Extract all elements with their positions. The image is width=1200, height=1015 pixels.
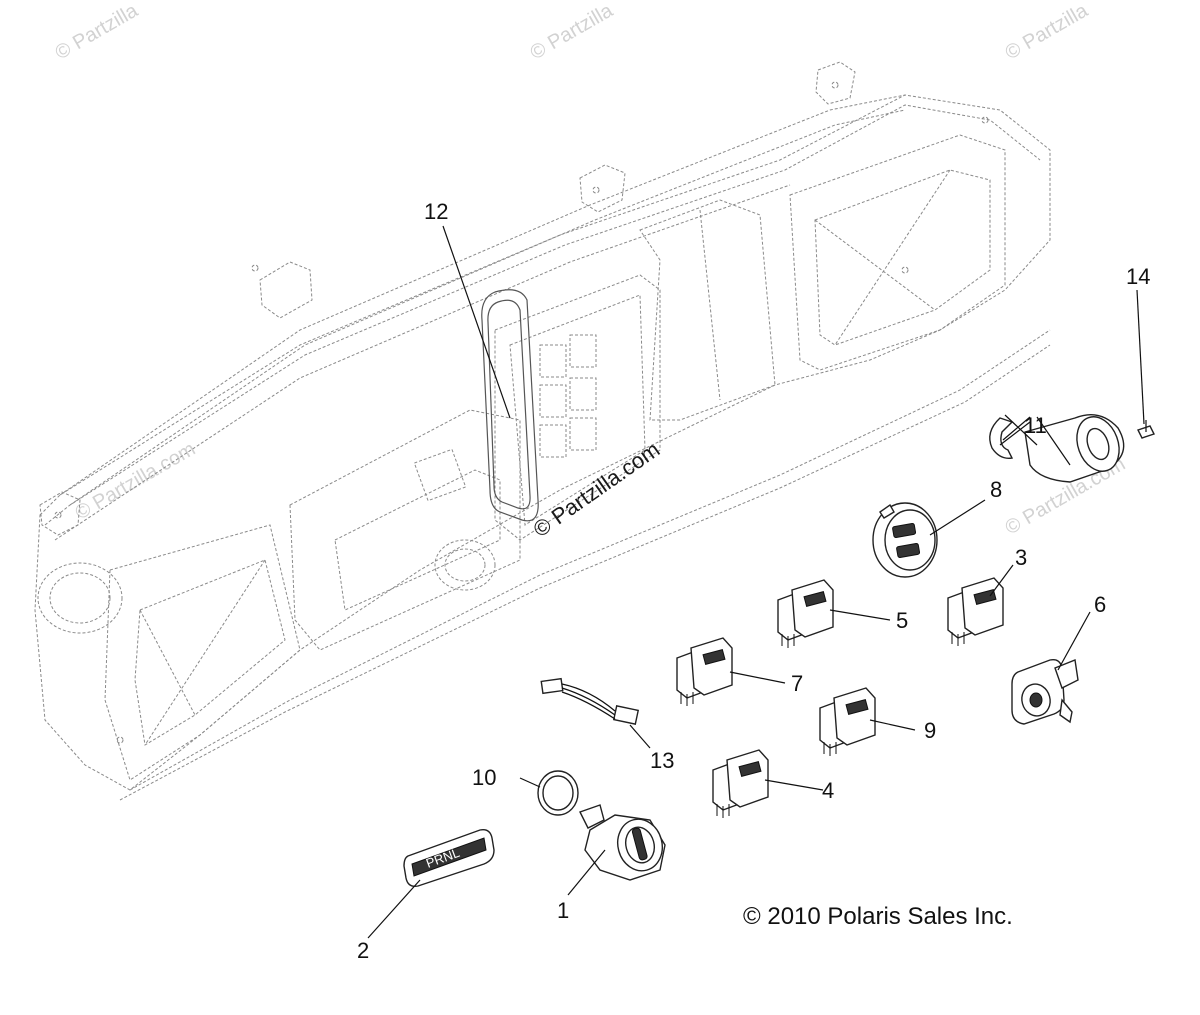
callout-1: 1 <box>557 898 569 923</box>
rocker-switch-part-5 <box>777 579 834 648</box>
rocker-switch-part-4 <box>712 749 769 818</box>
rocker-switch-part-7 <box>676 637 733 706</box>
o-ring-part-10 <box>537 770 579 816</box>
ignition-switch-part-1 <box>579 804 666 881</box>
leader-lines <box>367 225 1145 939</box>
callout-7: 7 <box>791 671 803 696</box>
power-outlet-part-6 <box>1011 658 1079 725</box>
watermark-top-right: © Partzilla <box>1002 0 1093 64</box>
copyright-notice: © 2010 Polaris Sales Inc. <box>743 903 1013 930</box>
callout-8: 8 <box>990 477 1002 502</box>
wire-harness-part-13 <box>540 677 640 725</box>
callout-labels: 12 14 11 8 3 6 5 7 9 13 4 10 1 2 <box>357 199 1150 963</box>
callout-10: 10 <box>472 765 496 790</box>
gear-indicator-part-2: PRNL <box>403 828 495 888</box>
rocker-switch-part-3 <box>947 577 1004 646</box>
callout-6: 6 <box>1094 592 1106 617</box>
callout-14: 14 <box>1126 264 1150 289</box>
callout-5: 5 <box>896 608 908 633</box>
callout-4: 4 <box>822 778 834 803</box>
rocker-switch-part-9 <box>819 687 876 756</box>
callout-13: 13 <box>650 748 674 773</box>
screw-part-14 <box>1137 420 1155 439</box>
callout-3: 3 <box>1015 545 1027 570</box>
watermark-center: © Partzilla.com <box>529 437 665 543</box>
usb-socket-part-8 <box>872 502 938 578</box>
watermark-top-left: © Partzilla <box>52 0 143 64</box>
power-point-housing-part-11 <box>989 414 1125 483</box>
watermark-left: © Partzilla.com <box>72 438 200 524</box>
callout-2: 2 <box>357 938 369 963</box>
callout-12: 12 <box>424 199 448 224</box>
dashboard-panel <box>34 61 1051 801</box>
callout-9: 9 <box>924 718 936 743</box>
callout-11: 11 <box>1024 413 1047 438</box>
watermark-top-center: © Partzilla <box>527 0 618 64</box>
